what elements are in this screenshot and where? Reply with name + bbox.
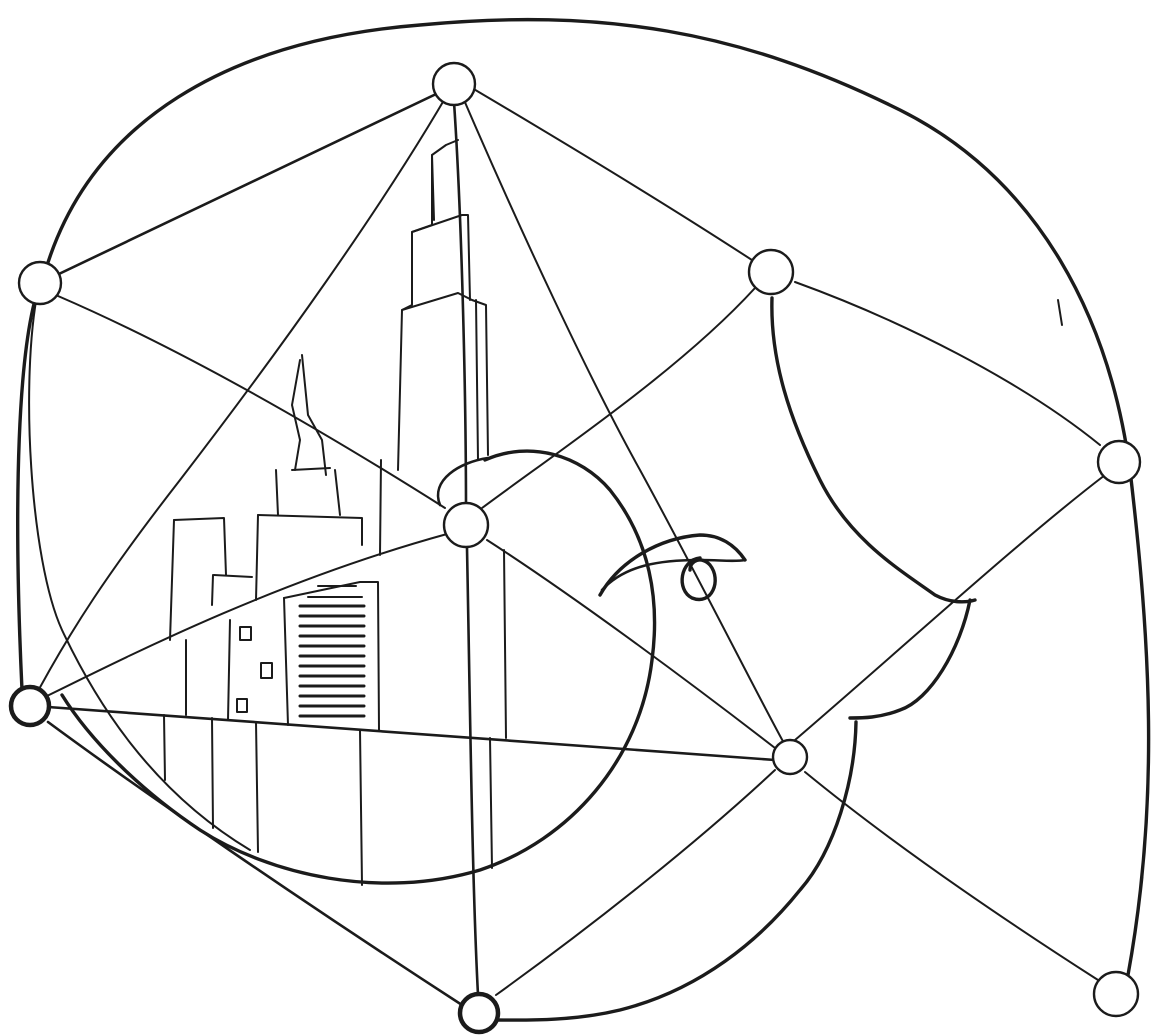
- network-node-icon: [433, 63, 475, 105]
- right-tick-mark: [1058, 300, 1062, 325]
- network-node-icon: [1094, 972, 1138, 1016]
- network-nodes: [11, 63, 1140, 1032]
- network-edges: [30, 85, 1105, 1005]
- right-thick-curve-upper: [772, 298, 975, 602]
- network-node-icon: [773, 740, 807, 774]
- node-ring-line: [438, 458, 488, 505]
- network-node-icon: [1098, 441, 1140, 483]
- right-thick-curve-hook: [850, 600, 970, 718]
- network-node-icon: [11, 687, 49, 725]
- network-node-icon: [444, 503, 488, 547]
- network-node-icon: [749, 250, 793, 294]
- network-node-icon: [19, 262, 61, 304]
- eye-icon: [600, 535, 745, 599]
- network-node-icon: [460, 994, 498, 1032]
